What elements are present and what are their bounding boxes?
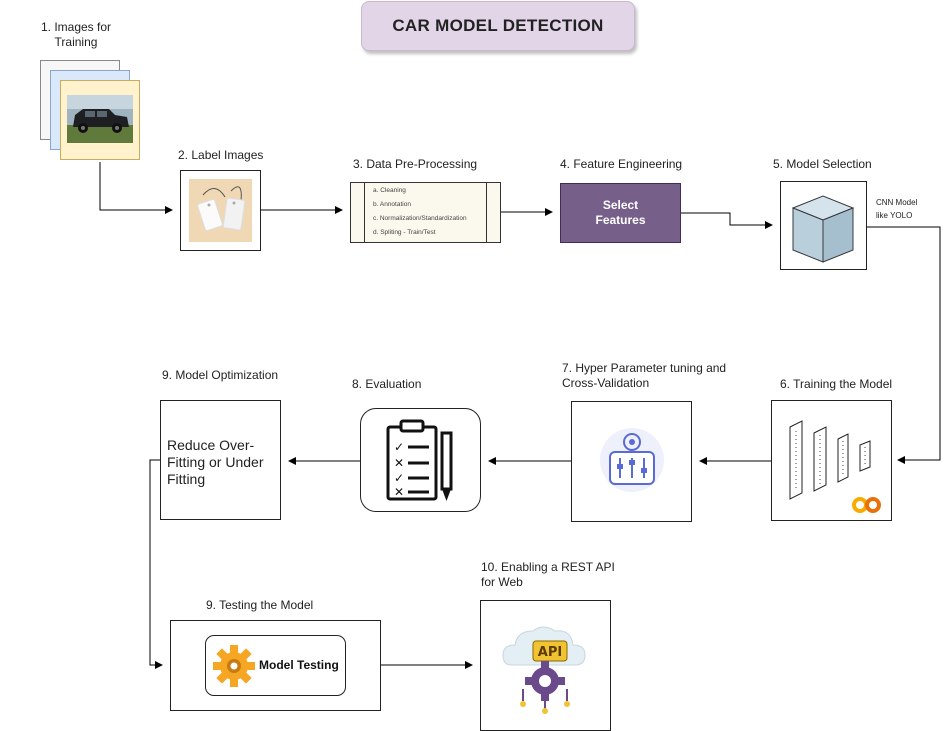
select-features-text: Select Features	[595, 198, 646, 227]
hyperparameter-box	[571, 401, 692, 522]
preprocessing-item: c. Normalization/Standardization	[373, 215, 467, 222]
training-box	[771, 400, 892, 521]
gear-icon	[213, 645, 255, 687]
photo-card-front	[60, 80, 140, 160]
step-2-label: 2. Label Images	[178, 148, 264, 162]
title-text: CAR MODEL DETECTION	[392, 16, 604, 35]
preprocessing-box: a. Cleaning b. Annotation c. Normalizati…	[350, 182, 501, 243]
step-9-optimization-label: 9. Model Optimization	[162, 368, 279, 382]
cube-icon	[791, 195, 855, 263]
model-selection-box	[780, 181, 867, 270]
neural-layers-icon	[789, 420, 881, 513]
arrow-4-to-5	[681, 212, 773, 229]
step-10-label: 10. Enabling a REST API for Web	[481, 560, 615, 589]
api-box: API	[480, 600, 611, 731]
settings-sliders-icon	[600, 428, 664, 492]
optimization-text: Reduce Over- Fitting or Under Fitting	[167, 437, 264, 487]
page-title: CAR MODEL DETECTION	[361, 1, 635, 51]
step-1-label: 1. Images for Training	[40, 20, 112, 49]
arrow-1-to-2	[99, 162, 173, 214]
colab-logo-icon	[852, 497, 881, 513]
optimization-box: Reduce Over- Fitting or Under Fitting	[160, 400, 281, 520]
api-cloud-icon: API	[502, 626, 586, 714]
svg-text:✓: ✓	[394, 471, 404, 485]
preprocessing-item: d. Spliting - Train/Test	[373, 229, 436, 236]
step-5-label: 5. Model Selection	[773, 157, 872, 171]
preprocessing-item: a. Cleaning	[373, 187, 406, 194]
api-text: API	[538, 645, 562, 660]
label-images-box	[180, 170, 261, 251]
step-7-label: 7. Hyper Parameter tuning and Cross-Vali…	[562, 361, 727, 390]
step-9-testing-label: 9. Testing the Model	[206, 598, 314, 612]
svg-text:✕: ✕	[394, 456, 404, 470]
select-features-box: Select Features	[560, 183, 681, 243]
evaluation-box: ✓ ✕ ✓ ✕	[360, 408, 481, 512]
model-testing-text: Model Testing	[259, 658, 339, 672]
svg-text:✕: ✕	[394, 485, 404, 499]
clipboard-checklist-icon: ✓ ✕ ✓ ✕	[386, 419, 453, 501]
step-6-label: 6. Training the Model	[780, 377, 893, 391]
svg-text:✓: ✓	[394, 440, 404, 454]
cnn-model-note: CNN Model like YOLO	[876, 198, 918, 220]
step-3-label: 3. Data Pre-Processing	[353, 157, 478, 171]
step-4-label: 4. Feature Engineering	[560, 157, 683, 171]
tags-icon	[189, 179, 252, 242]
step-8-label: 8. Evaluation	[352, 377, 422, 391]
arrow-5-to-6	[867, 226, 941, 464]
arrow-9-to-testing	[149, 459, 163, 669]
process-left-bar	[364, 183, 365, 242]
car-photo-icon	[67, 95, 133, 143]
process-right-bar	[486, 183, 487, 242]
preprocessing-item: b. Annotation	[373, 201, 411, 208]
model-testing-box: Model Testing	[205, 635, 346, 696]
